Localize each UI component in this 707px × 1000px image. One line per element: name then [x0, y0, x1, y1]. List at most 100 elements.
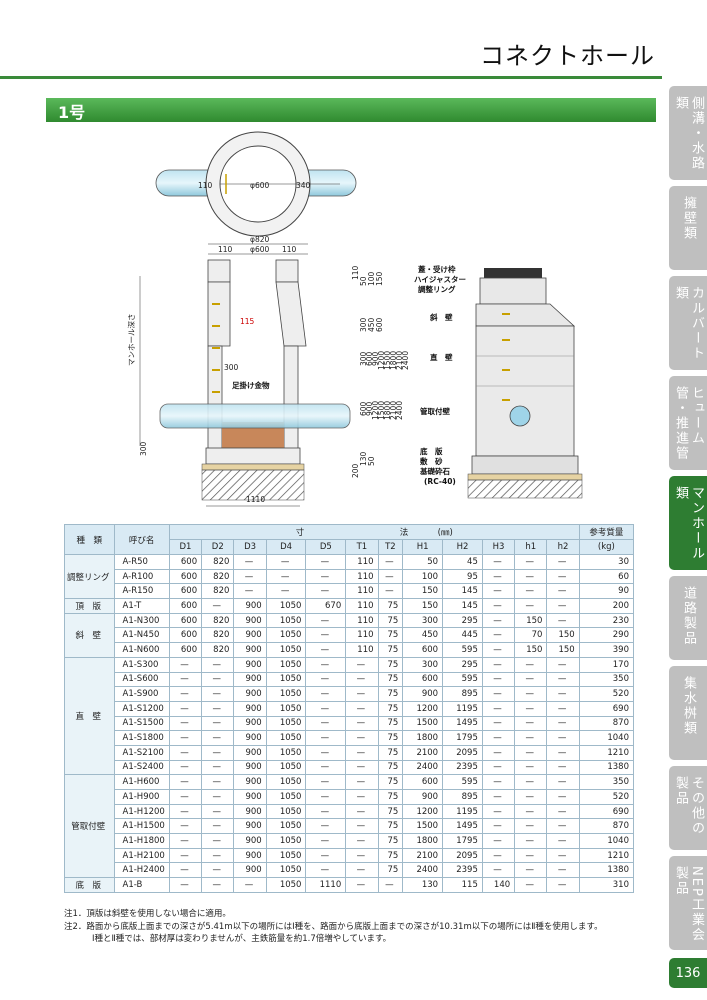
mass-cell: 290: [578, 627, 635, 644]
value-cell: 1050: [265, 612, 307, 629]
value-cell: —: [201, 877, 235, 893]
value-cell: —: [168, 818, 203, 835]
tab-hume-pipe[interactable]: ヒューム管・推進管: [669, 376, 707, 470]
mass-cell: 690: [578, 803, 635, 820]
value-cell: 95: [442, 568, 483, 585]
top-dim-left: 110: [198, 181, 213, 190]
value-cell: —: [201, 700, 235, 717]
name-cell: A1-H1200: [113, 803, 170, 820]
value-cell: 900: [233, 715, 267, 732]
value-cell: 670: [305, 598, 347, 614]
value-cell: 150: [402, 583, 444, 600]
value-cell: —: [546, 774, 580, 790]
mass-cell: 520: [578, 789, 635, 805]
value-cell: 110: [345, 598, 379, 614]
kind-cell: 底 版: [64, 877, 115, 893]
mass-cell: 690: [578, 700, 635, 717]
tab-gutter[interactable]: 側溝・水路類: [669, 86, 707, 180]
value-cell: —: [481, 847, 516, 864]
value-cell: 450: [402, 627, 444, 644]
mass-cell: 350: [578, 671, 635, 688]
section-view: φ820 110 φ600 110: [127, 235, 466, 507]
tab-culvert[interactable]: カルバート類: [669, 276, 707, 370]
dim-col1-a: 110: [351, 265, 360, 280]
tab-catch-basin[interactable]: 集水桝類: [669, 666, 707, 760]
part-rc40: (RC-40): [424, 477, 456, 486]
tab-label: ヒューム管・推進管: [673, 386, 704, 461]
value-cell: 900: [233, 759, 267, 776]
value-cell: —: [345, 671, 379, 688]
value-cell: —: [168, 715, 203, 732]
value-cell: —: [546, 598, 580, 614]
dim-col1-d: 150: [375, 271, 384, 286]
part-straight: 直 壁: [430, 352, 453, 362]
tab-manhole[interactable]: マンホール類: [669, 476, 707, 570]
value-cell: 75: [377, 715, 404, 732]
value-cell: 150: [546, 642, 580, 658]
value-cell: 895: [442, 686, 483, 702]
th-col: h1: [514, 539, 548, 555]
value-cell: 1500: [402, 818, 444, 835]
th-unit: (㎜): [437, 528, 453, 538]
value-cell: 900: [233, 671, 267, 688]
tab-label: 集水桝類: [681, 676, 696, 736]
value-cell: 900: [233, 833, 267, 849]
value-cell: —: [481, 686, 516, 702]
value-cell: 1800: [402, 833, 444, 849]
dim-col5-b: 50: [367, 456, 376, 466]
value-cell: —: [345, 744, 379, 761]
value-cell: 595: [442, 671, 483, 688]
dim-col5-a: 130: [359, 451, 368, 466]
value-cell: 2095: [442, 744, 483, 761]
dim-r110: 110: [282, 245, 297, 254]
value-cell: —: [305, 612, 347, 629]
part-pipe-wall: 管取付壁: [420, 406, 450, 416]
value-cell: —: [546, 833, 580, 849]
kind-cell: 直 壁: [64, 656, 115, 776]
tab-road-products[interactable]: 道路製品: [669, 576, 707, 660]
value-cell: —: [201, 715, 235, 732]
top-view: 110 φ600 340: [155, 131, 357, 237]
value-cell: 1050: [265, 847, 307, 864]
name-cell: A1-H2400: [113, 862, 170, 879]
value-cell: —: [514, 686, 548, 702]
th-col: D4: [265, 539, 307, 555]
value-cell: —: [265, 568, 307, 585]
value-cell: —: [546, 730, 580, 746]
dim-d600: φ600: [250, 245, 269, 254]
value-cell: 1500: [402, 715, 444, 732]
value-cell: —: [168, 833, 203, 849]
dim-col1-c: 100: [367, 271, 376, 286]
value-cell: 1800: [402, 730, 444, 746]
mass-cell: 1040: [578, 833, 635, 849]
value-cell: 1050: [265, 627, 307, 644]
value-cell: —: [305, 730, 347, 746]
value-cell: —: [345, 656, 379, 673]
mass-cell: 390: [578, 642, 635, 658]
th-col: H1: [402, 539, 444, 555]
mass-cell: 1380: [578, 759, 635, 776]
value-cell: 900: [233, 789, 267, 805]
tab-other-products[interactable]: その他の製品: [669, 766, 707, 850]
dim-col3-e: 1500: [383, 351, 392, 370]
note-3: Ⅰ種とⅡ種では、部材厚は変わりませんが、主鉄筋量を約1.7倍増やしています。: [92, 934, 392, 944]
tab-nep[interactable]: NEP工業会製品: [669, 856, 707, 950]
value-cell: 1050: [265, 833, 307, 849]
name-cell: A1-H1500: [113, 818, 170, 835]
value-cell: —: [546, 568, 580, 585]
mass-cell: 30: [578, 554, 635, 570]
value-cell: —: [481, 803, 516, 820]
mass-cell: 60: [578, 568, 635, 585]
value-cell: 1050: [265, 686, 307, 702]
value-cell: 1110: [305, 877, 347, 893]
value-cell: 1200: [402, 700, 444, 717]
value-cell: 2095: [442, 847, 483, 864]
value-cell: 1050: [265, 744, 307, 761]
value-cell: 75: [377, 744, 404, 761]
tab-retaining-wall[interactable]: 擁壁類: [669, 186, 707, 270]
value-cell: —: [201, 833, 235, 849]
th-col: h2: [546, 539, 580, 555]
